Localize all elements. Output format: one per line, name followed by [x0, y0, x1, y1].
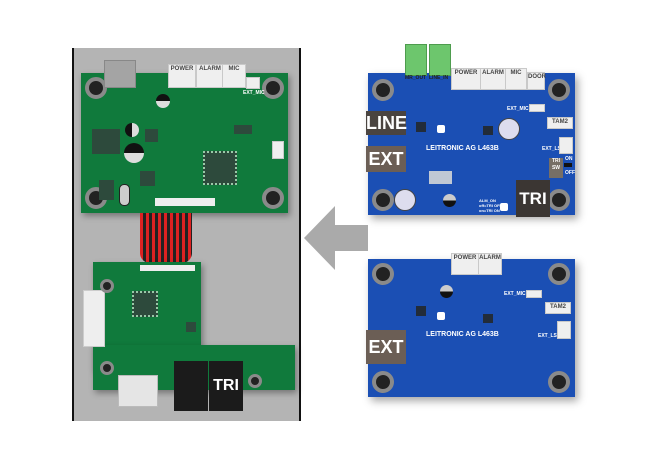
side-connectors — [83, 290, 105, 347]
terminal-mr-out — [405, 44, 427, 76]
ribbon-cable — [140, 213, 192, 263]
blue-board-top: LEITRONIC AG L463B — [368, 73, 575, 215]
connector-alarm: ALARM — [196, 64, 224, 88]
connector-tam2: TAM2 — [545, 302, 571, 314]
led-red — [500, 203, 508, 211]
arrow-left-icon — [304, 206, 368, 270]
led-blue — [437, 125, 445, 133]
module — [429, 171, 452, 184]
connector-ext-mic — [526, 290, 542, 298]
connector-power: POWER — [168, 64, 196, 88]
connector-power: POWER — [451, 253, 479, 275]
ribbon-connector — [155, 198, 215, 206]
mount-hole — [372, 371, 394, 393]
ext-mic-label: EXT_MIC — [507, 106, 529, 112]
chip — [140, 171, 155, 186]
chip — [416, 306, 426, 316]
crystal — [119, 184, 130, 206]
connector-mic: MIC — [222, 64, 246, 88]
connector-alarm: ALARM — [480, 68, 506, 90]
ext-ls-label: EXT_LS — [542, 146, 561, 152]
chip — [99, 180, 114, 200]
connector-mic: MIC — [505, 68, 527, 90]
connector-ext-mic — [246, 77, 260, 89]
chip — [483, 314, 493, 323]
switch-off-label: OFF — [565, 170, 575, 176]
line-jack: LINE — [366, 111, 408, 135]
ext-jack: EXT — [366, 330, 406, 364]
tri-jack: TRI — [209, 361, 243, 411]
tri-jack: TRI — [516, 180, 550, 217]
connector-ext-ls — [557, 321, 571, 339]
chip — [483, 126, 493, 135]
switch-on-label: ON — [565, 156, 573, 162]
mount-hole — [248, 374, 262, 388]
connector-ext-ls — [272, 141, 284, 159]
mount-hole — [85, 77, 107, 99]
ext-ls-label: EXT_LS — [538, 333, 557, 339]
capacitor — [443, 194, 456, 207]
capacitor — [156, 94, 170, 108]
chip — [92, 129, 120, 154]
bottom-connector — [118, 375, 158, 407]
terminal-line-in — [429, 44, 451, 76]
board-model-label: LEITRONIC AG L463B — [426, 145, 499, 152]
green-main-board — [81, 73, 288, 213]
connector-power: POWER — [451, 68, 481, 90]
chip — [234, 125, 252, 134]
connector-ext-ls — [559, 137, 573, 154]
blue-board-bottom: LEITRONIC AG L463B — [368, 259, 575, 397]
chip — [145, 129, 158, 142]
mount-hole — [372, 79, 394, 101]
mount-hole — [548, 189, 570, 211]
capacitor — [440, 285, 453, 298]
rj-jack — [174, 361, 208, 411]
qfp-chip — [203, 151, 237, 185]
board-model-label: LEITRONIC AG L463B — [426, 331, 499, 338]
mount-hole — [548, 79, 570, 101]
mount-hole — [100, 279, 114, 293]
mount-hole — [548, 371, 570, 393]
connector-tam2: TAM2 — [547, 117, 573, 129]
ext-jack: EXT — [366, 146, 406, 172]
qfp-chip — [132, 291, 158, 317]
mount-hole — [262, 187, 284, 209]
switch-slider[interactable] — [564, 163, 572, 167]
sub-board-connector — [140, 265, 195, 271]
line-in-label: LINE_IN — [429, 75, 449, 81]
capacitor — [124, 143, 144, 163]
chip — [416, 122, 426, 132]
connector-door: DOOR — [527, 72, 546, 90]
mr-out-label: MR_OUT — [405, 75, 427, 81]
mount-hole — [262, 77, 284, 99]
connector-ext-mic — [529, 104, 545, 112]
connector-alarm: ALARM — [478, 253, 502, 275]
mount-hole — [100, 361, 114, 375]
ext-mic-label: EXT_MIC — [504, 291, 526, 297]
mount-hole — [372, 263, 394, 285]
screw — [394, 189, 416, 211]
chip — [186, 322, 196, 332]
mount-hole — [372, 189, 394, 211]
screw — [498, 118, 520, 140]
capacitor — [125, 123, 139, 137]
ext-mic-label: EXT_MIC — [243, 90, 265, 96]
led-blue — [437, 312, 445, 320]
terminal-block — [104, 60, 136, 88]
mount-hole — [548, 263, 570, 285]
